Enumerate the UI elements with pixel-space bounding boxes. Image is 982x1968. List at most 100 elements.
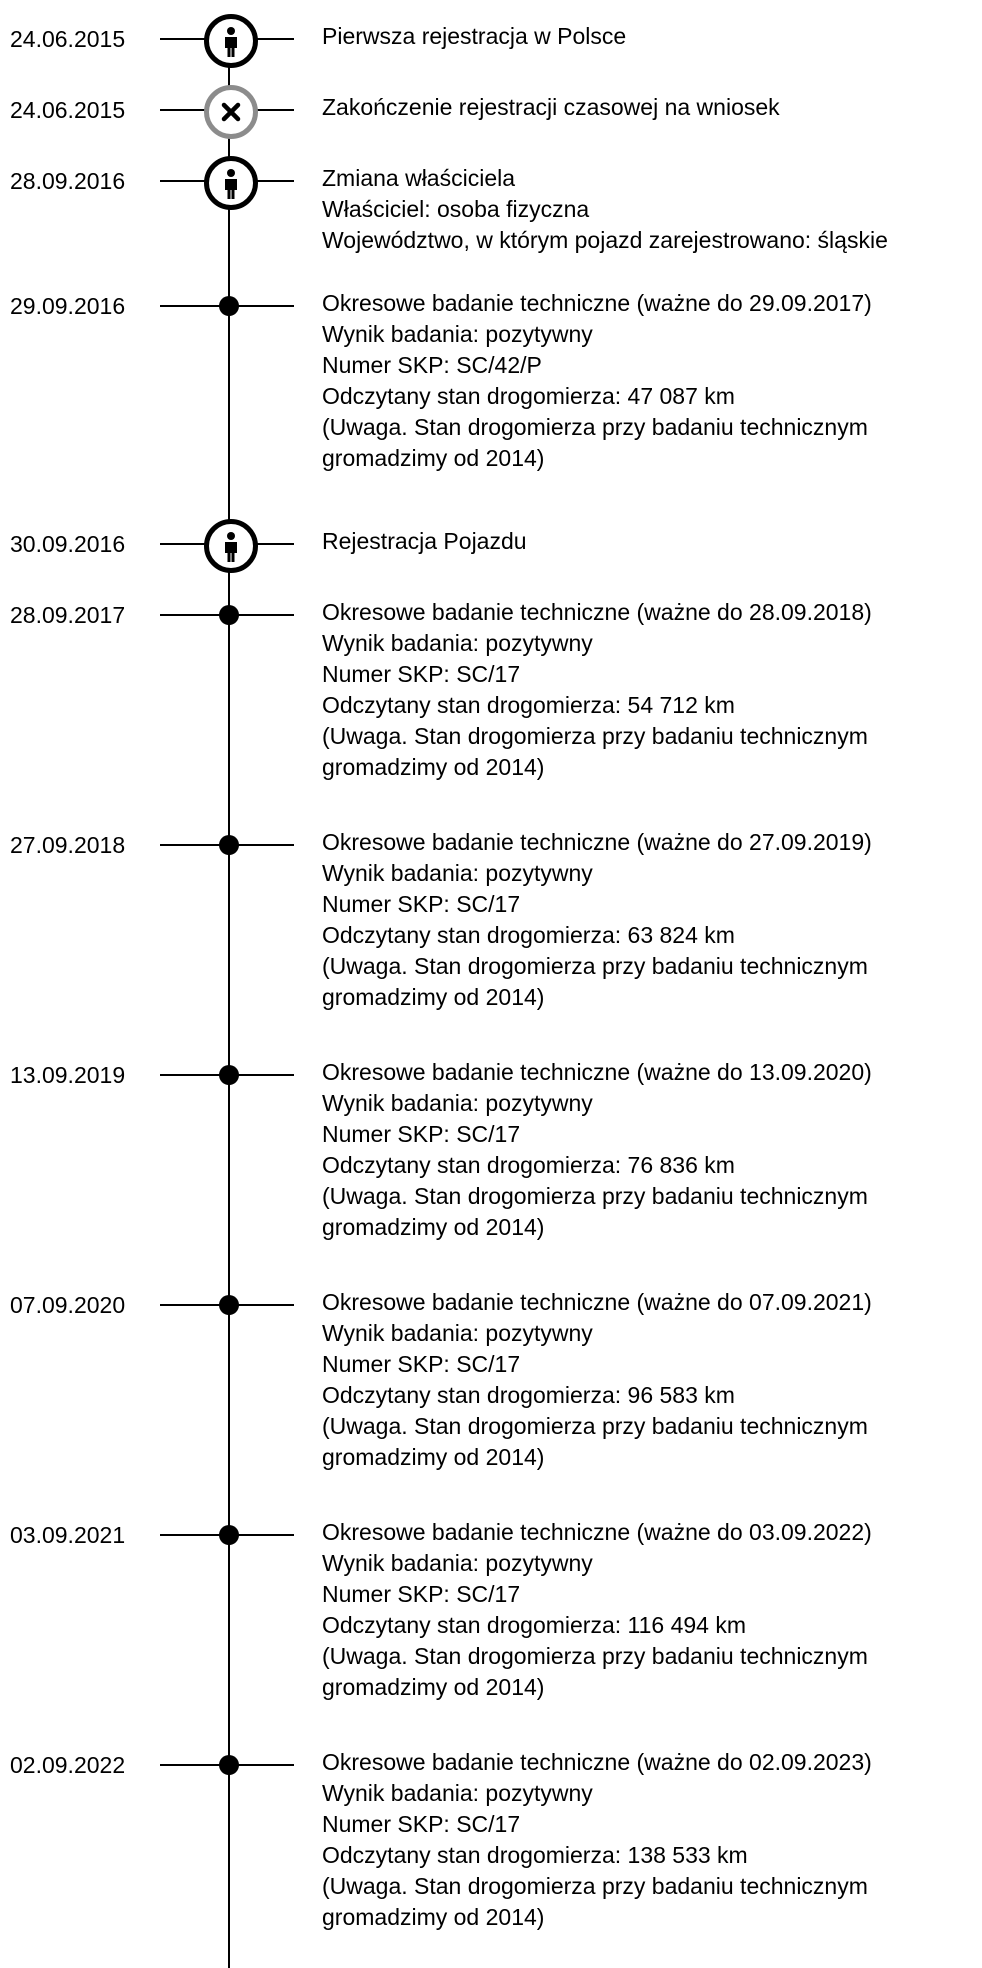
- event-description-line: Wynik badania: pozytywny: [322, 1780, 593, 1806]
- connector-line: [238, 305, 294, 307]
- event-description-line: gromadzimy od 2014): [322, 984, 545, 1010]
- event-description-line: Zmiana właściciela: [322, 165, 516, 191]
- event-description-line: gromadzimy od 2014): [322, 1444, 545, 1470]
- connector-line: [238, 1304, 294, 1306]
- event-description: Okresowe badanie techniczne (ważne do 27…: [322, 827, 982, 1013]
- event-description-line: Odczytany stan drogomierza: 96 583 km: [322, 1382, 735, 1408]
- connector-line: [252, 38, 294, 40]
- event-description: Okresowe badanie techniczne (ważne do 07…: [322, 1287, 982, 1473]
- timeline-event: 29.09.2016 Okresowe badanie techniczne (w…: [0, 284, 982, 471]
- event-description-line: Wynik badania: pozytywny: [322, 860, 593, 886]
- event-description-line: (Uwaga. Stan drogomierza przy badaniu te…: [322, 1873, 868, 1899]
- event-description: Rejestracja Pojazdu: [322, 526, 982, 557]
- connector-line: [160, 109, 206, 111]
- connector-line: [238, 614, 294, 616]
- connector-line: [160, 844, 220, 846]
- event-description: Okresowe badanie techniczne (ważne do 13…: [322, 1057, 982, 1243]
- event-description-line: Wynik badania: pozytywny: [322, 1320, 593, 1346]
- event-description-line: (Uwaga. Stan drogomierza przy badaniu te…: [322, 723, 868, 749]
- timeline-dot: [219, 1295, 239, 1315]
- event-description-line: gromadzimy od 2014): [322, 754, 545, 780]
- timeline-event: 07.09.2020 Okresowe badanie techniczne (w…: [0, 1283, 982, 1470]
- event-description-line: Numer SKP: SC/42/P: [322, 352, 542, 378]
- event-description: Pierwsza rejestracja w Polsce: [322, 21, 982, 52]
- event-description-line: Wynik badania: pozytywny: [322, 630, 593, 656]
- connector-line: [160, 543, 206, 545]
- connector-line: [238, 1764, 294, 1766]
- event-description-line: Numer SKP: SC/17: [322, 1121, 521, 1147]
- timeline-dot: [219, 1065, 239, 1085]
- timeline-event: 02.09.2022 Okresowe badanie techniczne (w…: [0, 1743, 982, 1930]
- event-date: 02.09.2022: [10, 1752, 126, 1778]
- timeline-event: 03.09.2021 Okresowe badanie techniczne (w…: [0, 1513, 982, 1700]
- connector-line: [160, 1764, 220, 1766]
- event-date: 24.06.2015: [10, 26, 126, 52]
- event-description-line: Odczytany stan drogomierza: 47 087 km: [322, 383, 735, 409]
- event-description-line: Numer SKP: SC/17: [322, 1581, 521, 1607]
- event-description: Okresowe badanie techniczne (ważne do 28…: [322, 597, 982, 783]
- timeline-event: 13.09.2019 Okresowe badanie techniczne (w…: [0, 1053, 982, 1240]
- timeline-event: 30.09.2016 Rejestracja Pojazdu: [0, 519, 982, 573]
- event-description: Okresowe badanie techniczne (ważne do 03…: [322, 1517, 982, 1703]
- event-date: 30.09.2016: [10, 531, 126, 557]
- event-description-line: Numer SKP: SC/17: [322, 661, 521, 687]
- event-description-line: gromadzimy od 2014): [322, 1904, 545, 1930]
- event-date: 29.09.2016: [10, 293, 126, 319]
- event-description-line: Odczytany stan drogomierza: 54 712 km: [322, 692, 735, 718]
- event-date: 28.09.2016: [10, 168, 126, 194]
- person-icon: [204, 156, 258, 210]
- connector-line: [160, 180, 206, 182]
- event-description-line: Okresowe badanie techniczne (ważne do 03…: [322, 1519, 872, 1545]
- timeline-dot: [219, 605, 239, 625]
- event-date: 03.09.2021: [10, 1522, 126, 1548]
- connector-line: [252, 543, 294, 545]
- timeline-dot: [219, 1755, 239, 1775]
- timeline-dot: [219, 835, 239, 855]
- connector-line: [160, 1304, 220, 1306]
- event-description: Zakończenie rejestracji czasowej na wnio…: [322, 92, 982, 123]
- event-description-line: (Uwaga. Stan drogomierza przy badaniu te…: [322, 1183, 868, 1209]
- event-description-line: Okresowe badanie techniczne (ważne do 27…: [322, 829, 872, 855]
- event-description-line: Odczytany stan drogomierza: 63 824 km: [322, 922, 735, 948]
- connector-line: [238, 1074, 294, 1076]
- connector-line: [252, 180, 294, 182]
- event-description-line: Numer SKP: SC/17: [322, 891, 521, 917]
- event-description-line: gromadzimy od 2014): [322, 1674, 545, 1700]
- event-description-line: Okresowe badanie techniczne (ważne do 07…: [322, 1289, 872, 1315]
- event-date: 13.09.2019: [10, 1062, 126, 1088]
- close-icon: [204, 85, 258, 139]
- event-date: 07.09.2020: [10, 1292, 126, 1318]
- connector-line: [160, 38, 206, 40]
- timeline-axis-line: [228, 36, 230, 1968]
- event-description-line: Wynik badania: pozytywny: [322, 1090, 593, 1116]
- event-description-line: Rejestracja Pojazdu: [322, 528, 527, 554]
- person-icon: [204, 519, 258, 573]
- event-description-line: Wynik badania: pozytywny: [322, 321, 593, 347]
- event-description-line: (Uwaga. Stan drogomierza przy badaniu te…: [322, 1643, 868, 1669]
- event-description-line: Województwo, w którym pojazd zarejestrow…: [322, 227, 888, 253]
- connector-line: [160, 1074, 220, 1076]
- event-description-line: gromadzimy od 2014): [322, 1214, 545, 1240]
- connector-line: [160, 1534, 220, 1536]
- event-description-line: Właściciel: osoba fizyczna: [322, 196, 590, 222]
- timeline-dot: [219, 1525, 239, 1545]
- timeline-dot: [219, 296, 239, 316]
- timeline-event: 24.06.2015 Pierwsza rejestracja w Polsce: [0, 14, 982, 68]
- event-description: Okresowe badanie techniczne (ważne do 02…: [322, 1747, 982, 1933]
- event-description-line: (Uwaga. Stan drogomierza przy badaniu te…: [322, 953, 868, 979]
- event-description-line: Odczytany stan drogomierza: 138 533 km: [322, 1842, 748, 1868]
- connector-line: [238, 844, 294, 846]
- event-description-line: Numer SKP: SC/17: [322, 1811, 521, 1837]
- person-icon: [204, 14, 258, 68]
- event-date: 28.09.2017: [10, 602, 126, 628]
- event-description-line: (Uwaga. Stan drogomierza przy badaniu te…: [322, 1413, 868, 1439]
- connector-line: [238, 1534, 294, 1536]
- event-description-line: Pierwsza rejestracja w Polsce: [322, 23, 627, 49]
- event-description: Okresowe badanie techniczne (ważne do 29…: [322, 288, 982, 474]
- connector-line: [160, 614, 220, 616]
